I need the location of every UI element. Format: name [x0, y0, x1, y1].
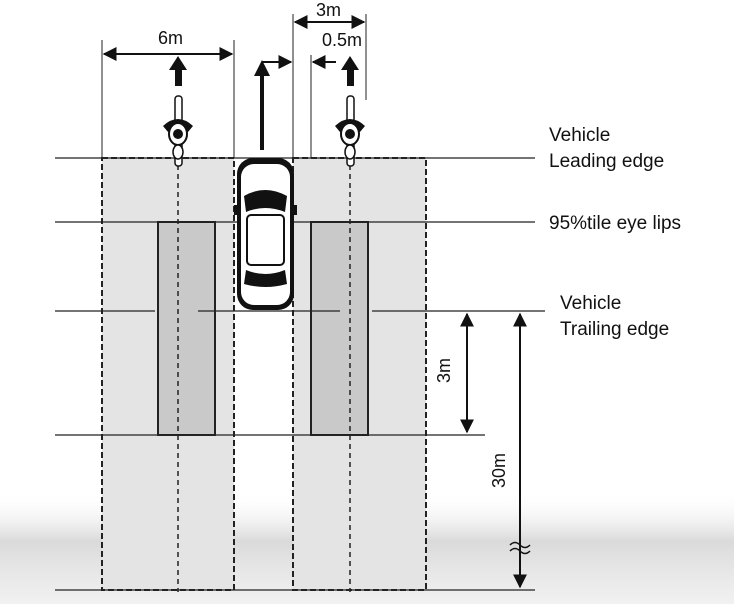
trailing-edge-label-line1: Vehicle: [560, 293, 622, 314]
leading-edge-label-line1: Vehicle: [549, 125, 611, 146]
dim-3m-vertical-label: 3m: [434, 357, 455, 384]
arrow-up-icon: [341, 56, 359, 86]
dim-3m-top-label: 3m: [316, 0, 342, 20]
leading-edge-label-line2: Leading edge: [549, 151, 665, 172]
arrow-up-icon: [169, 56, 187, 86]
car-top-view-icon: [234, 158, 297, 310]
trailing-edge-label-line2: Trailing edge: [560, 319, 670, 340]
cyclist-top-view-icon: [163, 95, 193, 167]
eye-lips-label: 95%tile eye lips: [549, 213, 682, 234]
break-symbol: [509, 541, 531, 555]
right-inner-zone: [310, 221, 369, 436]
left-inner-zone: [157, 221, 216, 436]
dim-30m-vertical-label: 30m: [489, 452, 510, 489]
cyclist-top-view-icon: [335, 95, 365, 167]
vehicle-direction-arrow: [254, 60, 270, 150]
dim-0-5m-label: 0.5m: [322, 30, 363, 50]
dim-6m-label: 6m: [158, 28, 184, 48]
